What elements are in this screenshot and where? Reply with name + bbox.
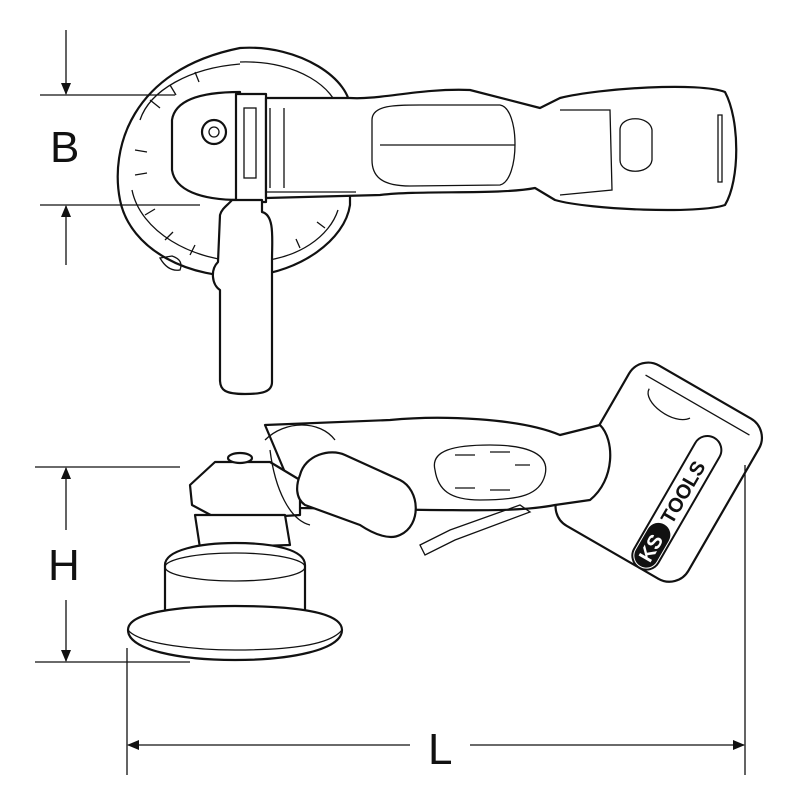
side-handle-side: [296, 451, 417, 539]
polishing-pad-hub: [163, 541, 307, 617]
battery-pack: KS TOOLS: [554, 361, 763, 583]
side-handle-top: [211, 198, 274, 396]
dimension-label-width: B: [50, 123, 80, 172]
dimension-lines: [35, 30, 746, 775]
side-view: KS TOOLS: [126, 361, 763, 662]
dimension-label-height: H: [48, 541, 80, 590]
polishing-pad: [126, 604, 344, 662]
tool-body-top: [264, 85, 738, 212]
top-view: [116, 46, 738, 396]
dimension-label-length: L: [428, 725, 453, 774]
